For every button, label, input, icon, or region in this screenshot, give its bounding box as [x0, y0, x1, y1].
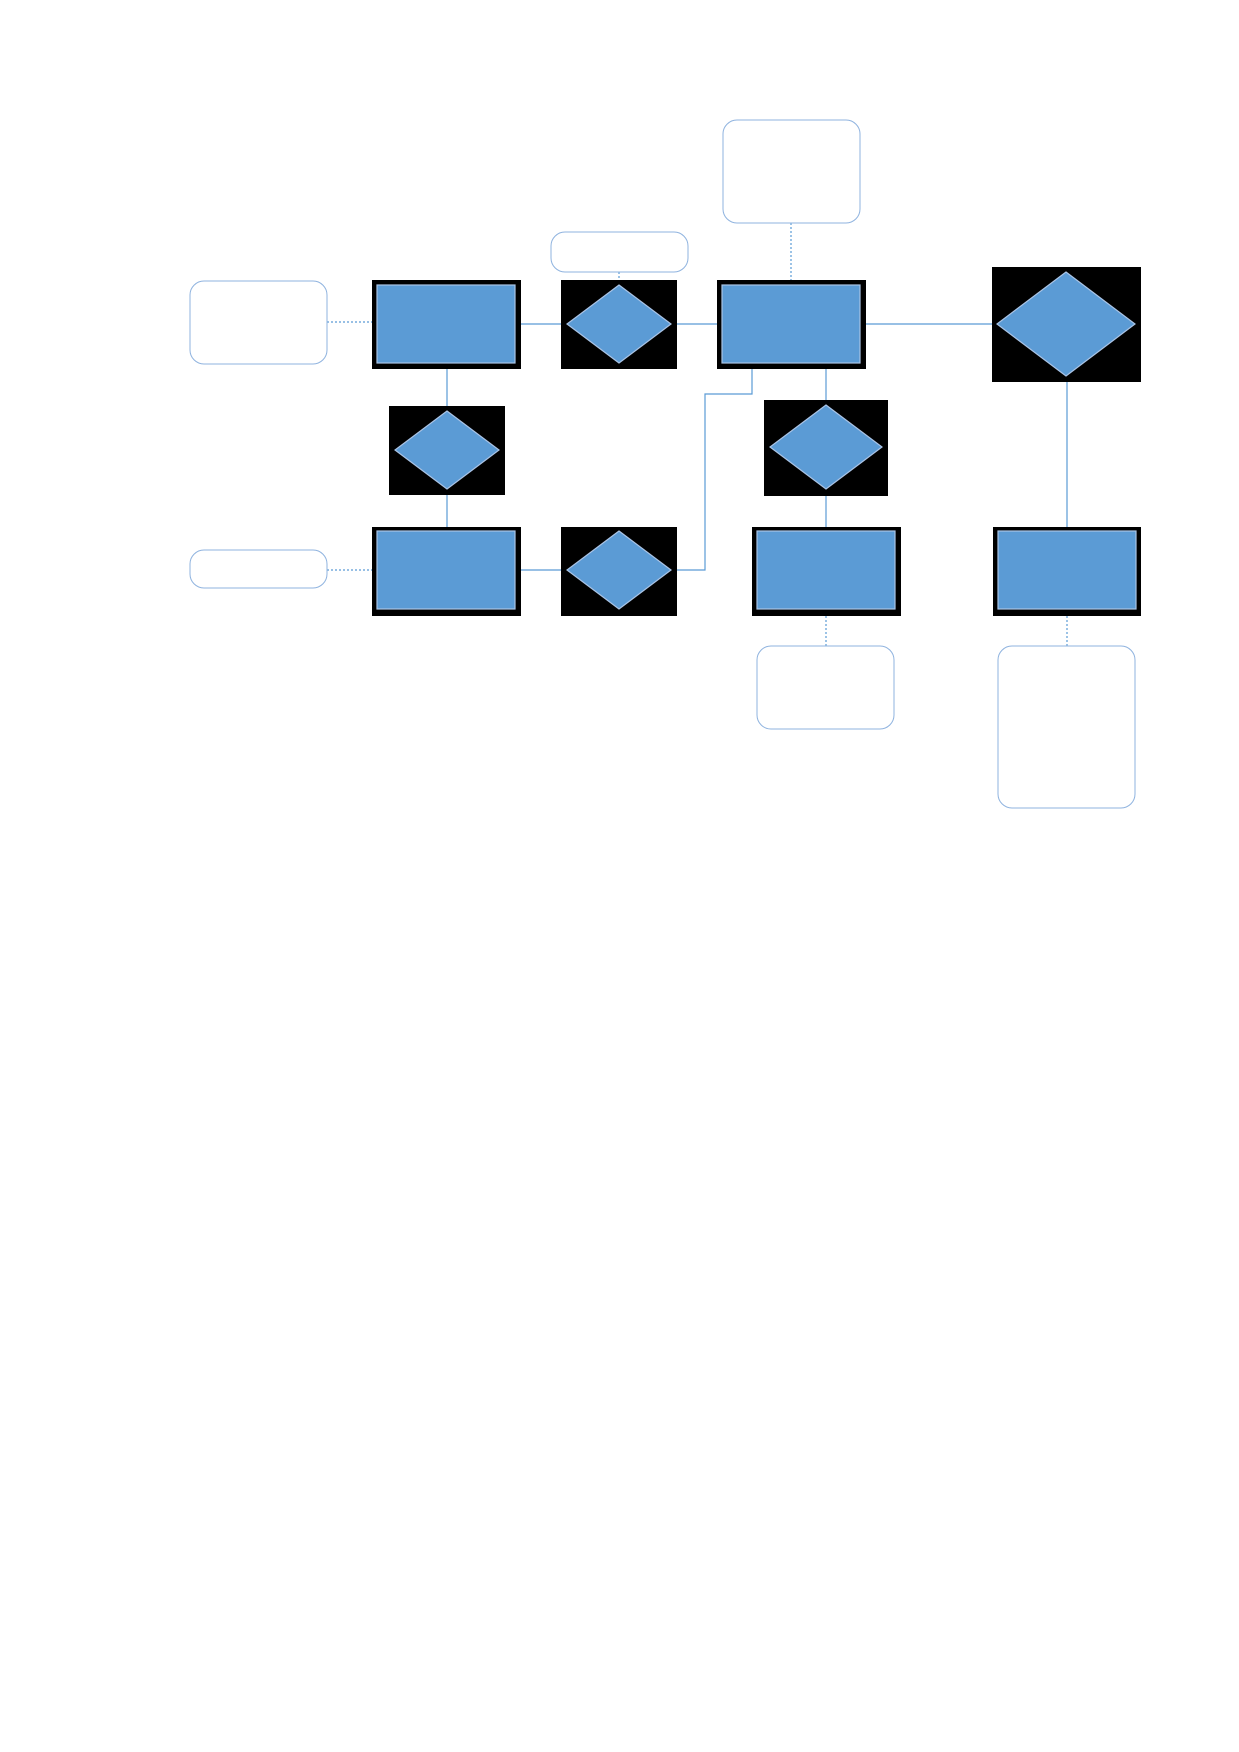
decision-3-shape [394, 410, 500, 490]
decision-5[interactable] [764, 400, 888, 496]
decision-5-shape [769, 404, 883, 490]
note-6-box [997, 645, 1136, 809]
note-layer [189, 119, 1136, 809]
process-4-shape [756, 530, 896, 610]
process-2[interactable] [717, 280, 866, 369]
note-4[interactable] [722, 119, 861, 224]
decision-2[interactable] [992, 267, 1141, 382]
decision-1-shape [566, 284, 672, 364]
note-1[interactable] [189, 280, 328, 365]
note-2-box [189, 549, 328, 589]
process-3[interactable] [372, 527, 521, 616]
note-3-box [550, 231, 689, 273]
process-1-shape [376, 284, 516, 364]
note-1-box [189, 280, 328, 365]
note-3[interactable] [550, 231, 689, 273]
decision-4-shape [566, 530, 672, 610]
process-2-shape [721, 284, 861, 364]
connector-layer [327, 223, 1068, 646]
note-2[interactable] [189, 549, 328, 589]
note-6[interactable] [997, 645, 1136, 809]
note-5[interactable] [756, 645, 895, 730]
connector-decision-4-to-process-2 [671, 363, 753, 571]
node-layer [372, 267, 1141, 616]
decision-2-shape [996, 271, 1136, 377]
process-1[interactable] [372, 280, 521, 369]
process-4[interactable] [752, 527, 901, 616]
process-5-shape [997, 530, 1137, 610]
process-5[interactable] [993, 527, 1141, 616]
note-5-box [756, 645, 895, 730]
decision-3[interactable] [389, 406, 505, 495]
decision-1[interactable] [561, 280, 677, 369]
decision-4[interactable] [561, 527, 677, 616]
process-3-shape [376, 530, 516, 610]
note-4-box [722, 119, 861, 224]
